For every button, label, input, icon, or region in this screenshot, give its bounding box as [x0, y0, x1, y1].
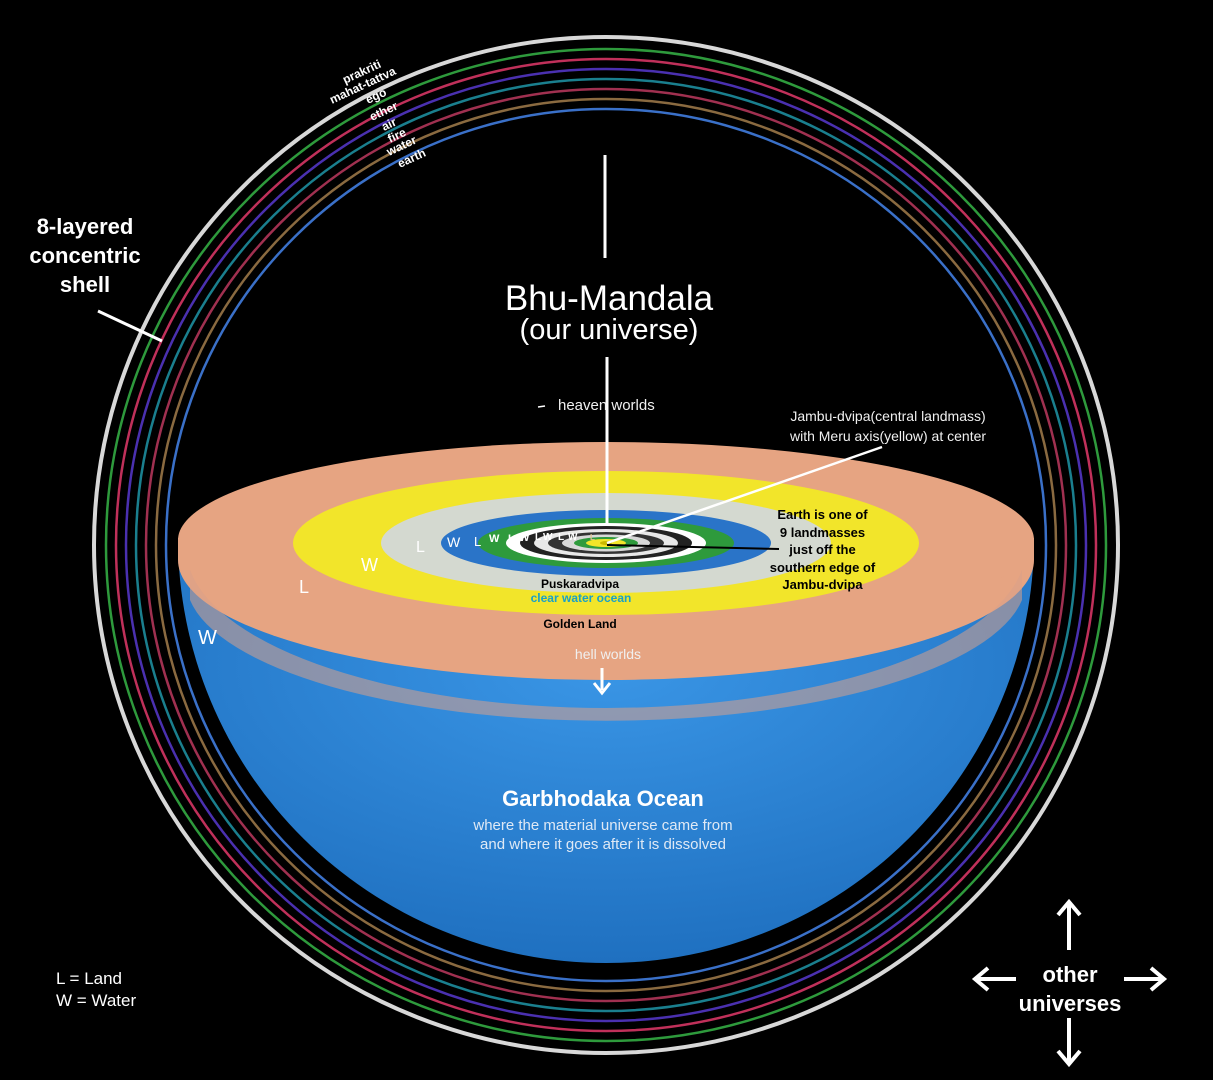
shell-ring-mahat-tattva [104, 47, 1108, 1043]
earth-note-line: just off the [789, 542, 856, 557]
earth-pointer-line [606, 544, 780, 550]
other-universes-line: other [1042, 962, 1098, 987]
hell-arrow-icon [592, 668, 612, 696]
lw-marker: W [568, 532, 578, 543]
shell-title: 8-layered concentric shell [10, 212, 160, 299]
shell-pointer-line [97, 309, 163, 343]
lw-marker: L [558, 532, 565, 543]
garbhodaka-ocean-title: Garbhodaka Ocean [502, 786, 704, 811]
legend-land: L = Land [56, 969, 123, 988]
lw-marker: L [535, 532, 542, 543]
lw-marker: L [590, 533, 595, 542]
shell-title-line: concentric [29, 243, 141, 268]
shell-ring-fire [144, 87, 1068, 1003]
heaven-worlds-label: heaven worlds [558, 397, 655, 414]
lw-marker: W [519, 532, 530, 544]
arrow-up-icon [1056, 898, 1082, 950]
heaven-dash [537, 405, 546, 408]
earth-note-line: southern edge of [769, 559, 876, 575]
concentric-shells [92, 35, 1120, 1055]
shell-ring-air [134, 77, 1078, 1013]
universe-subtitle: (our universe) [519, 314, 699, 346]
layer-label-air: air [379, 115, 399, 134]
arrow-left-icon [971, 966, 1016, 992]
hell-worlds-label: hell worlds [574, 646, 642, 662]
other-universes-line: universes [1018, 991, 1122, 1016]
shell-ring-water [154, 97, 1058, 993]
lw-marker: L [474, 534, 482, 549]
jambu-label-line: with Meru axis(yellow) at center [789, 428, 987, 444]
arrow-down-icon [1056, 1018, 1082, 1068]
other-universes-label: other universes [1005, 960, 1135, 1018]
lw-marker: W [543, 532, 553, 543]
golden-land-label: Golden Land [543, 617, 617, 631]
shell-title-line: 8-layered [36, 214, 134, 239]
universe-title: Bhu-Mandala [504, 279, 714, 318]
legend: L = Land W = Water [56, 968, 136, 1012]
legend-water: W = Water [56, 991, 137, 1010]
jambu-pointer-line [606, 445, 883, 545]
lw-marker: W [447, 534, 461, 550]
clear-water-ocean-label: clear water ocean [530, 591, 632, 605]
lw-marker: W [361, 555, 378, 575]
lw-marker: L [299, 577, 310, 597]
ocean-desc-line: and where it goes after it is dissolved [480, 836, 726, 853]
shell-ring-earth [164, 107, 1048, 983]
earth-note: Earth is one of 9 landmasses just off th… [750, 506, 895, 594]
jambu-dvipa-label: Jambu-dvipa(central landmass) with Meru … [760, 406, 1016, 446]
shell-ring-ether [124, 67, 1088, 1023]
jambu-label-line: Jambu-dvipa(central landmass) [790, 408, 986, 424]
bhu-mandala-disk [178, 442, 1034, 638]
arrow-right-icon [1124, 966, 1168, 992]
shell-ring-prakriti [92, 35, 1120, 1055]
puskaradvipa-label: Puskaradvipa [540, 577, 620, 591]
earth-note-line: Earth is one of [777, 507, 868, 522]
garbhodaka-ocean-description: where the material universe came from an… [403, 816, 803, 854]
ocean-desc-line: where the material universe came from [473, 817, 733, 834]
earth-note-line: 9 landmasses [779, 524, 866, 540]
shell-title-line: shell [59, 272, 111, 297]
shell-ring-ego [114, 57, 1098, 1033]
earth-note-line: Jambu-dvipa [782, 577, 863, 592]
lw-marker: W [489, 533, 500, 545]
lw-marker: L [508, 533, 515, 545]
lw-marker: W [198, 627, 217, 649]
lw-marker: L [416, 539, 425, 556]
